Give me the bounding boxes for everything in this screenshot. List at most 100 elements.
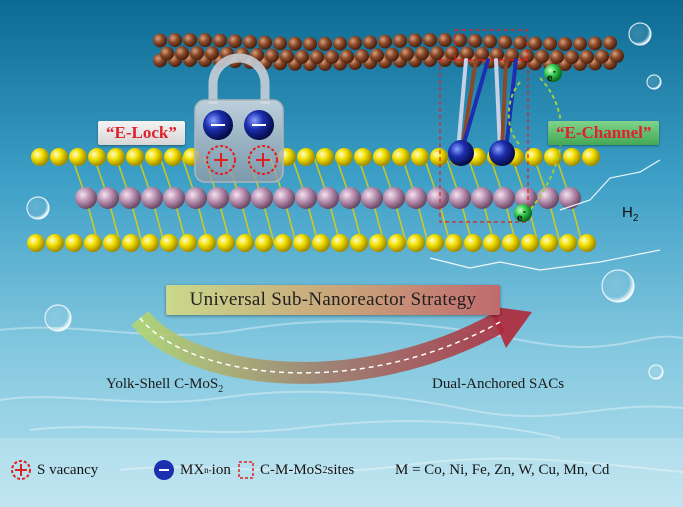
carbon-atom xyxy=(535,49,549,64)
carbon-atom xyxy=(190,46,204,61)
sulfur-atom xyxy=(369,234,387,252)
anion-icon xyxy=(154,460,174,480)
legend-metals: M = Co, Ni, Fe, Zn, W, Cu, Mn, Cd xyxy=(395,461,610,478)
carbon-atom xyxy=(153,33,167,48)
carbon-atom xyxy=(400,46,414,61)
carbon-atom xyxy=(378,34,392,49)
carbon-atom xyxy=(198,33,212,48)
carbon-atom xyxy=(520,48,534,63)
carbon-atom xyxy=(183,33,197,48)
sulfur-atom xyxy=(50,148,68,166)
sulfur-atom xyxy=(297,148,315,166)
sulfur-atom xyxy=(407,234,425,252)
sulfur-atom xyxy=(126,148,144,166)
molybdenum-atom xyxy=(361,187,383,209)
carbon-atom xyxy=(333,36,347,51)
molybdenum-atom xyxy=(207,187,229,209)
carbon-atom xyxy=(610,48,624,63)
molybdenum-atom xyxy=(317,187,339,209)
molybdenum-atom xyxy=(185,187,207,209)
sulfur-atom xyxy=(563,148,581,166)
sulfur-atom xyxy=(578,234,596,252)
carbon-atom xyxy=(205,46,219,61)
yolk-shell-caption: Yolk-Shell C-MoS2 xyxy=(106,376,224,395)
carbon-atom xyxy=(228,34,242,49)
carbon-atom xyxy=(498,35,512,50)
sulfur-atom xyxy=(122,234,140,252)
molybdenum-atom xyxy=(273,187,295,209)
carbon-atom xyxy=(273,36,287,51)
carbon-atom xyxy=(483,34,497,49)
carbon-atom xyxy=(325,49,339,64)
sulfur-atom xyxy=(502,234,520,252)
sulfur-bottom-row xyxy=(27,234,596,252)
sulfur-atom xyxy=(84,234,102,252)
molybdenum-atom xyxy=(515,187,537,209)
carbon-atom xyxy=(438,33,452,48)
molybdenum-row xyxy=(75,187,581,209)
carbon-atom xyxy=(175,46,189,61)
molybdenum-atom xyxy=(75,187,97,209)
molybdenum-atom xyxy=(449,187,471,209)
molybdenum-atom xyxy=(427,187,449,209)
carbon-atom xyxy=(528,36,542,51)
carbon-atom xyxy=(588,36,602,51)
molybdenum-atom xyxy=(295,187,317,209)
carbon-atom xyxy=(355,49,369,64)
legend-s-vacancy: S vacancy xyxy=(10,457,98,483)
sulfur-atom xyxy=(392,148,410,166)
sulfur-atom xyxy=(316,148,334,166)
sulfur-atom xyxy=(27,234,45,252)
molybdenum-atom xyxy=(97,187,119,209)
e-lock-label: “E-Lock” xyxy=(98,121,185,145)
carbon-atom xyxy=(408,33,422,48)
molybdenum-atom xyxy=(251,187,273,209)
carbon-layer xyxy=(153,33,624,71)
sulfur-atom xyxy=(164,148,182,166)
sulfur-atom xyxy=(559,234,577,252)
sulfur-atom xyxy=(582,148,600,166)
carbon-atom xyxy=(348,36,362,51)
sulfur-atom xyxy=(525,148,543,166)
strategy-banner: Universal Sub-Nanoreactor Strategy xyxy=(166,285,500,315)
dual-anchored-caption: Dual-Anchored SACs xyxy=(432,376,565,392)
carbon-atom xyxy=(258,35,272,50)
carbon-atom xyxy=(340,49,354,64)
electron-top xyxy=(544,64,562,82)
carbon-atom xyxy=(595,49,609,64)
carbon-atom xyxy=(385,47,399,62)
molybdenum-atom xyxy=(471,187,493,209)
sulfur-atom xyxy=(388,234,406,252)
carbon-atom xyxy=(265,48,279,63)
sulfur-atom xyxy=(103,234,121,252)
sulfur-atom xyxy=(426,234,444,252)
sulfur-atom xyxy=(217,234,235,252)
h2-evolution-lines xyxy=(429,159,661,271)
electron-top-label: e- xyxy=(547,66,556,84)
carbon-atom xyxy=(468,33,482,48)
carbon-atom xyxy=(430,46,444,61)
carbon-atom xyxy=(295,49,309,64)
carbon-atom xyxy=(393,33,407,48)
sulfur-atom xyxy=(540,234,558,252)
sulfur-atom xyxy=(483,234,501,252)
sulfur-atom xyxy=(236,234,254,252)
sulfur-atom xyxy=(141,234,159,252)
sac-sites xyxy=(439,29,529,223)
e-channel-label: “E-Channel” xyxy=(548,121,660,145)
sulfur-atom xyxy=(335,148,353,166)
molybdenum-atom xyxy=(493,187,515,209)
bubbles xyxy=(26,22,664,380)
s-vacancy-icon xyxy=(11,460,31,480)
carbon-atom xyxy=(580,49,594,64)
sulfur-atom xyxy=(274,234,292,252)
sulfur-atom xyxy=(255,234,273,252)
carbon-atom xyxy=(168,33,182,48)
carbon-atom xyxy=(415,46,429,61)
carbon-atom xyxy=(370,48,384,63)
